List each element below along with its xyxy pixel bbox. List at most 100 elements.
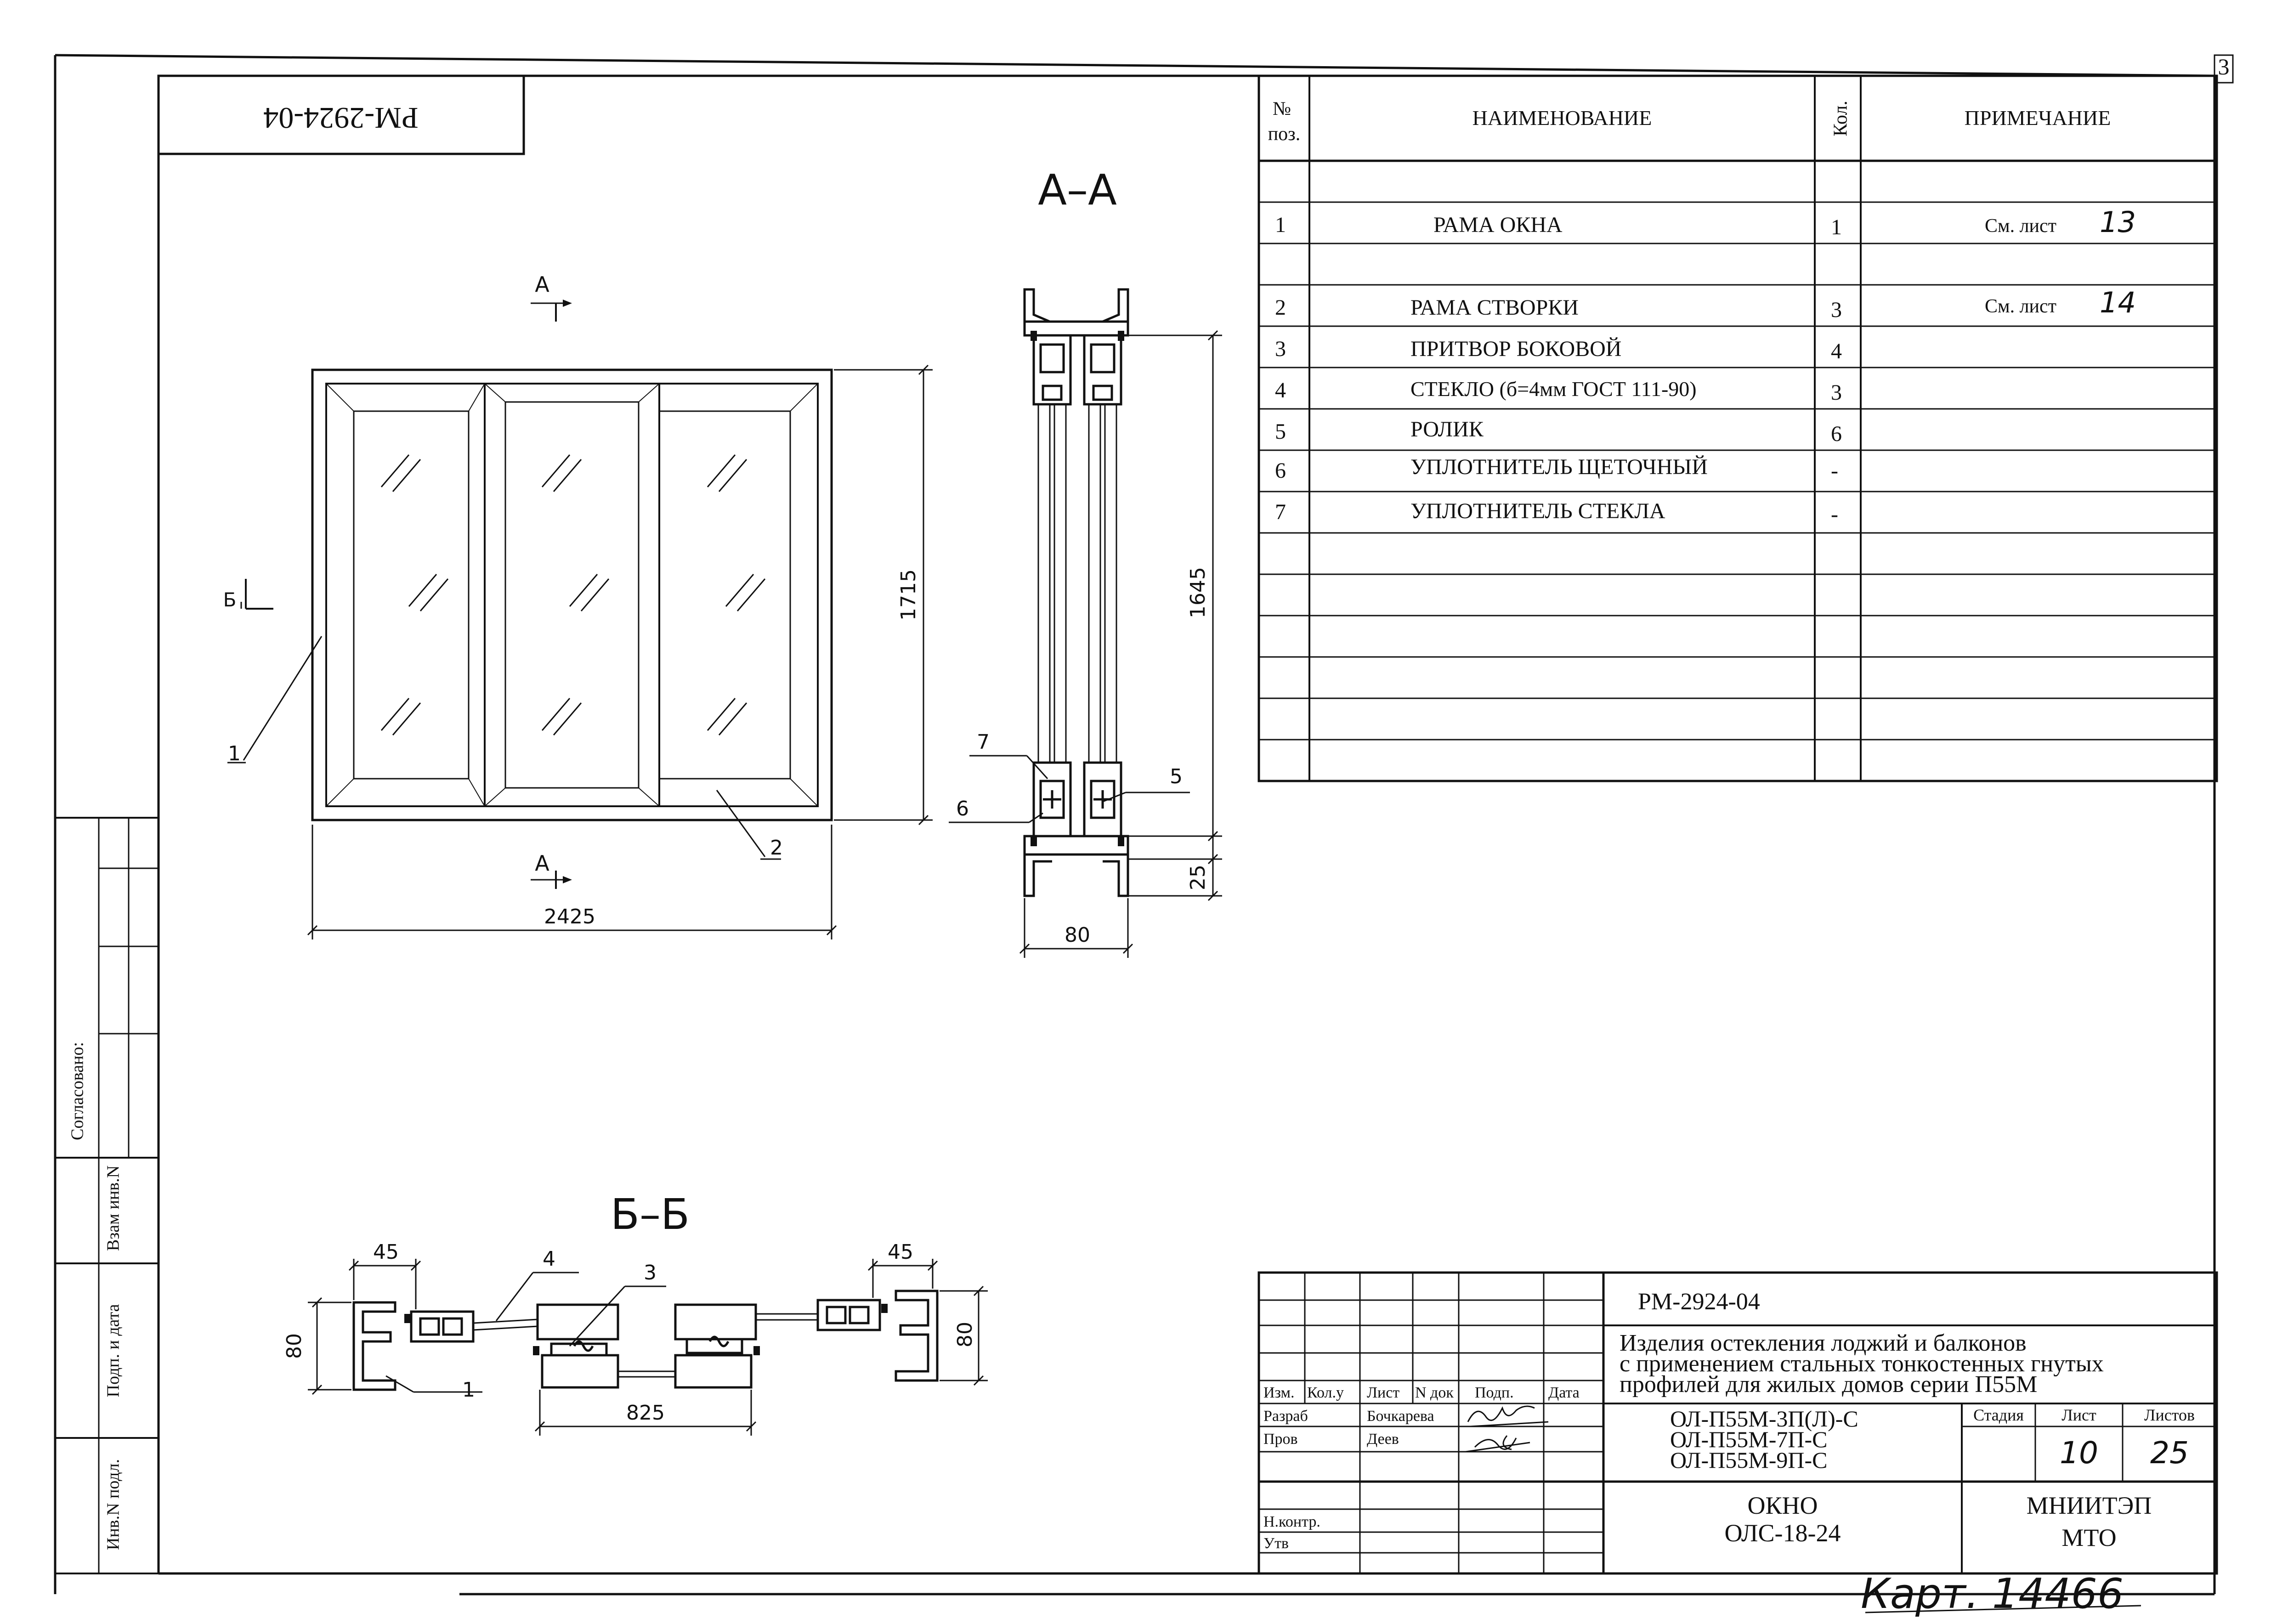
svg-text:РОЛИК: РОЛИК — [1410, 417, 1484, 441]
svg-text:4: 4 — [1275, 378, 1286, 402]
title-block-desc-2: с применением стальных тонкостенных гнут… — [1620, 1351, 2104, 1377]
section-marker-b-left: Б — [223, 579, 273, 611]
object-name: ОКНО — [1747, 1492, 1818, 1519]
svg-text:6: 6 — [1831, 422, 1842, 446]
svg-text:6: 6 — [956, 797, 969, 820]
callout-7: 7 — [969, 730, 1048, 780]
dimension-height — [834, 364, 933, 826]
svg-text:Дата: Дата — [1548, 1384, 1580, 1401]
sign-date-label: Подп. и дата — [104, 1304, 123, 1397]
handwritten-note: Карт. 14466 — [1861, 1570, 2124, 1618]
svg-text:7: 7 — [977, 730, 990, 754]
sheet-code-rotated: РМ-2924-04 — [263, 101, 418, 135]
svg-text:Кол.у: Кол.у — [1307, 1384, 1344, 1401]
title-block-desc-1: Изделия остекления лоджий и балконов — [1620, 1330, 2027, 1356]
svg-text:ПРИТВОР БОКОВОЙ: ПРИТВОР БОКОВОЙ — [1410, 337, 1621, 361]
title-block: РМ-2924-04 Изделия остекления лоджий и б… — [1257, 1271, 2218, 1575]
dimension-width-label: 2425 — [544, 905, 595, 928]
svg-text:5: 5 — [1275, 419, 1286, 444]
svg-text:1: 1 — [1831, 215, 1842, 239]
header-pos-a: № — [1273, 98, 1291, 119]
svg-text:5: 5 — [1170, 765, 1183, 788]
signature-check — [1465, 1435, 1530, 1453]
svg-text:6: 6 — [1275, 458, 1286, 483]
svg-text:13: 13 — [2100, 205, 2136, 239]
svg-text:7: 7 — [1275, 500, 1286, 524]
spec-row: 2 РАМА СТВОРКИ 3 См. лист 14 — [1275, 286, 2136, 322]
svg-text:Стадия: Стадия — [1973, 1406, 2024, 1424]
svg-text:3: 3 — [644, 1261, 657, 1284]
role-dev: Разраб — [1263, 1408, 1308, 1425]
section-bb-right-width-label: 45 — [888, 1240, 913, 1264]
role-check-name: Деев — [1367, 1431, 1399, 1448]
handwritten-note-underline — [1865, 1605, 2141, 1613]
left-strip: Согласовано: Взам инв.N Подп. и дата Инв… — [54, 817, 159, 1574]
section-marker-a-top: А — [531, 272, 572, 322]
svg-text:3: 3 — [1831, 380, 1842, 405]
callout-3: 3 — [569, 1261, 666, 1347]
svg-text:РАМА ОКНА: РАМА ОКНА — [1433, 213, 1563, 237]
svg-text:4: 4 — [1831, 339, 1842, 363]
svg-text:2: 2 — [1275, 295, 1286, 320]
section-bb-left-height-label: 80 — [283, 1333, 306, 1359]
sash-center — [484, 383, 660, 807]
signature-dev — [1467, 1405, 1549, 1427]
inv-orig-label: Инв.N подл. — [104, 1459, 123, 1550]
product-3: ОЛ-П55М-9П-С — [1670, 1447, 1828, 1473]
svg-text:2: 2 — [770, 836, 783, 860]
org-name: МНИИТЭП — [2027, 1492, 2152, 1519]
svg-text:3: 3 — [1831, 298, 1842, 322]
svg-text:А: А — [535, 851, 549, 876]
section-bb-dimensions — [308, 1259, 988, 1436]
svg-text:РАМА СТВОРКИ: РАМА СТВОРКИ — [1410, 295, 1579, 320]
sash-right — [658, 383, 819, 807]
header-pos-b: поз. — [1268, 124, 1301, 145]
section-bb-right-height-label: 80 — [953, 1322, 977, 1347]
role-norm: Н.контр. — [1263, 1513, 1320, 1530]
svg-text:УПЛОТНИТЕЛЬ ЩЕТОЧНЫЙ: УПЛОТНИТЕЛЬ ЩЕТОЧНЫЙ — [1410, 455, 1708, 479]
section-bb: Б–Б — [283, 1190, 988, 1436]
section-aa-height-label: 1645 — [1186, 567, 1210, 618]
svg-text:См. лист: См. лист — [1985, 215, 2056, 237]
object-code: ОЛС-18-24 — [1725, 1519, 1841, 1547]
section-marker-a-bottom: А — [531, 851, 572, 889]
product-1: ОЛ-П55М-3П(Л)-С — [1670, 1406, 1858, 1432]
section-bb-left-width-label: 45 — [373, 1240, 399, 1264]
svg-text:14: 14 — [2100, 286, 2136, 319]
svg-text:4: 4 — [543, 1247, 555, 1271]
callout-1: 1 — [227, 636, 323, 765]
replace-inv-label: Взам инв.N — [104, 1166, 123, 1251]
section-aa-bottom-label: 25 — [1186, 865, 1210, 890]
header-note: ПРИМЕЧАНИЕ — [1965, 106, 2111, 130]
glass-hatch-marks — [380, 454, 766, 736]
section-aa-width-label: 80 — [1065, 923, 1090, 947]
dimension-width — [307, 825, 837, 939]
role-approve: Утв — [1263, 1535, 1289, 1552]
callout-1-bb: 1 — [385, 1375, 482, 1402]
sheet-code-box: РМ-2924-04 — [157, 74, 525, 155]
svg-text:См. лист: См. лист — [1985, 296, 2056, 317]
title-block-code: РМ-2924-04 — [1638, 1289, 1760, 1315]
header-name: НАИМЕНОВАНИЕ — [1472, 106, 1652, 130]
svg-text:-: - — [1831, 458, 1838, 483]
sheet-number: 10 — [2060, 1435, 2098, 1471]
section-aa-dimensions — [1019, 330, 1222, 958]
svg-text:А: А — [535, 272, 549, 297]
sheets-total: 25 — [2150, 1435, 2189, 1471]
spec-table: № поз. НАИМЕНОВАНИЕ Кол. ПРИМЕЧАНИЕ 1 РА… — [1257, 74, 2218, 782]
section-aa: А–А — [949, 165, 1222, 958]
role-dev-name: Бочкарева — [1367, 1408, 1434, 1425]
org-dept: МТО — [2061, 1524, 2116, 1551]
role-check: Пров — [1263, 1431, 1298, 1448]
spec-row: 7 УПЛОТНИТЕЛЬ СТЕКЛА - — [1275, 499, 1838, 526]
title-block-desc-3: профилей для жилых домов серии П55М — [1620, 1371, 2037, 1398]
svg-text:1: 1 — [1275, 213, 1286, 237]
spec-row: 4 СТЕКЛО (б=4мм ГОСТ 111-90) 3 — [1275, 377, 1842, 405]
svg-text:-: - — [1831, 502, 1838, 526]
spec-row: 1 РАМА ОКНА 1 См. лист 13 — [1275, 205, 2136, 239]
svg-text:3: 3 — [1275, 337, 1286, 361]
svg-text:Лист: Лист — [2061, 1406, 2096, 1424]
callout-2: 2 — [716, 790, 783, 860]
spec-row: 5 РОЛИК 6 — [1275, 417, 1842, 446]
agreed-label: Согласовано: — [68, 1042, 87, 1140]
